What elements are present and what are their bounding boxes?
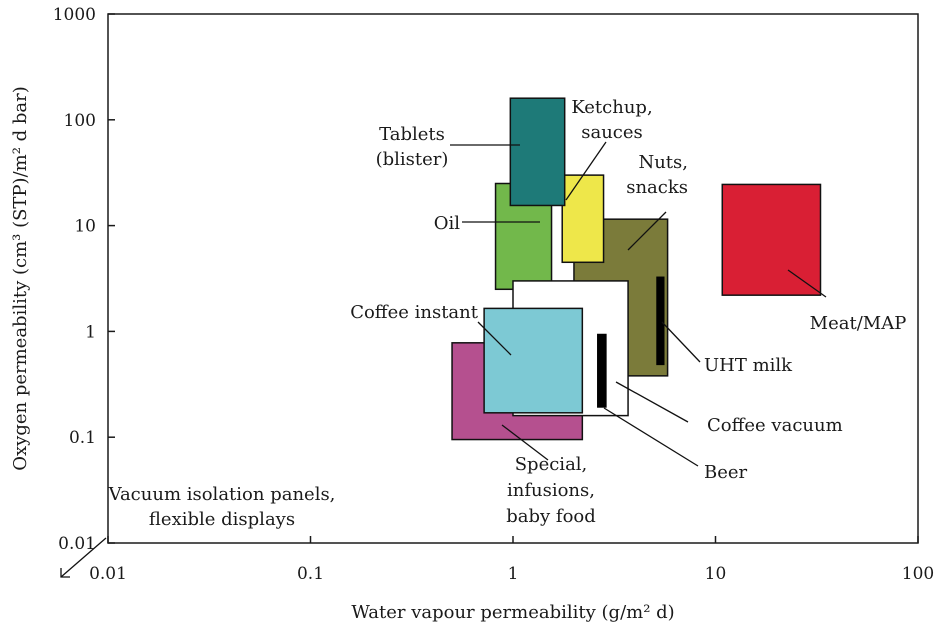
label-vacuum-panels: Vacuum isolation panels, <box>108 484 336 505</box>
region-uht-milk <box>656 276 665 366</box>
label-coffee-instant: Coffee instant <box>350 302 479 323</box>
label-meat: Meat/MAP <box>810 313 907 334</box>
x-tick-label: 100 <box>902 564 934 584</box>
x-tick-label: 1 <box>508 564 519 584</box>
leader-uht <box>661 321 701 363</box>
regions-layer <box>451 97 822 441</box>
label-ketchup: sauces <box>581 122 643 143</box>
leader-ketchup <box>565 141 607 201</box>
y-tick-label: 100 <box>64 111 96 131</box>
leader-nuts <box>627 211 667 251</box>
label-nuts: Nuts, <box>638 152 688 173</box>
region-ketchup-sauces <box>561 174 605 264</box>
label-tablets: Tablets <box>379 124 445 145</box>
region-meat-map <box>721 183 822 296</box>
label-special: infusions, <box>507 480 595 501</box>
arrowhead-vacuum-panels <box>60 568 70 578</box>
label-tablets: (blister) <box>376 149 449 170</box>
bars-layer <box>597 276 665 408</box>
label-oil: Oil <box>434 213 461 234</box>
leader-vacuum-panels <box>60 537 107 578</box>
leader-coffee-vacuum <box>615 381 689 423</box>
y-tick-label: 1000 <box>53 5 96 25</box>
region-beer <box>597 333 607 408</box>
y-tick-label: 0.01 <box>58 534 96 554</box>
leader-lines-layer <box>60 141 827 578</box>
label-special: baby food <box>506 506 596 527</box>
label-special: Special, <box>515 454 588 475</box>
label-ketchup: Ketchup, <box>571 97 652 118</box>
y-tick-label: 10 <box>74 217 96 237</box>
annotation-labels-layer: Special, infusions, baby food Nuts, snacks Ke… <box>108 97 907 530</box>
x-axis-label: Water vapour permeability (g/m² d) <box>351 602 674 623</box>
x-tick-label: 10 <box>705 564 727 584</box>
region-tablets-blister <box>509 97 566 207</box>
leader-coffee-instant <box>477 321 512 356</box>
label-vacuum-panels: flexible displays <box>149 509 295 530</box>
label-nuts: snacks <box>626 177 688 198</box>
leader-meat <box>787 269 827 298</box>
x-tick-label: 0.1 <box>297 564 324 584</box>
region-coffee-instant <box>483 307 584 414</box>
x-tick-label: 0.01 <box>89 564 127 584</box>
label-coffee-vacuum: Coffee vacuum <box>707 415 843 436</box>
leader-special <box>501 424 549 461</box>
axis-ticks-layer: 0.01 0.1 1 10 100 0.01 0.1 1 10 100 1000 <box>53 5 934 584</box>
y-axis-label: Oxygen permeability (cm³ (STP)/m² d bar) <box>10 86 31 471</box>
label-beer: Beer <box>704 462 748 483</box>
y-tick-label: 1 <box>85 322 96 342</box>
leader-beer <box>603 407 699 467</box>
label-uht: UHT milk <box>704 355 793 376</box>
y-tick-label: 0.1 <box>69 428 96 448</box>
